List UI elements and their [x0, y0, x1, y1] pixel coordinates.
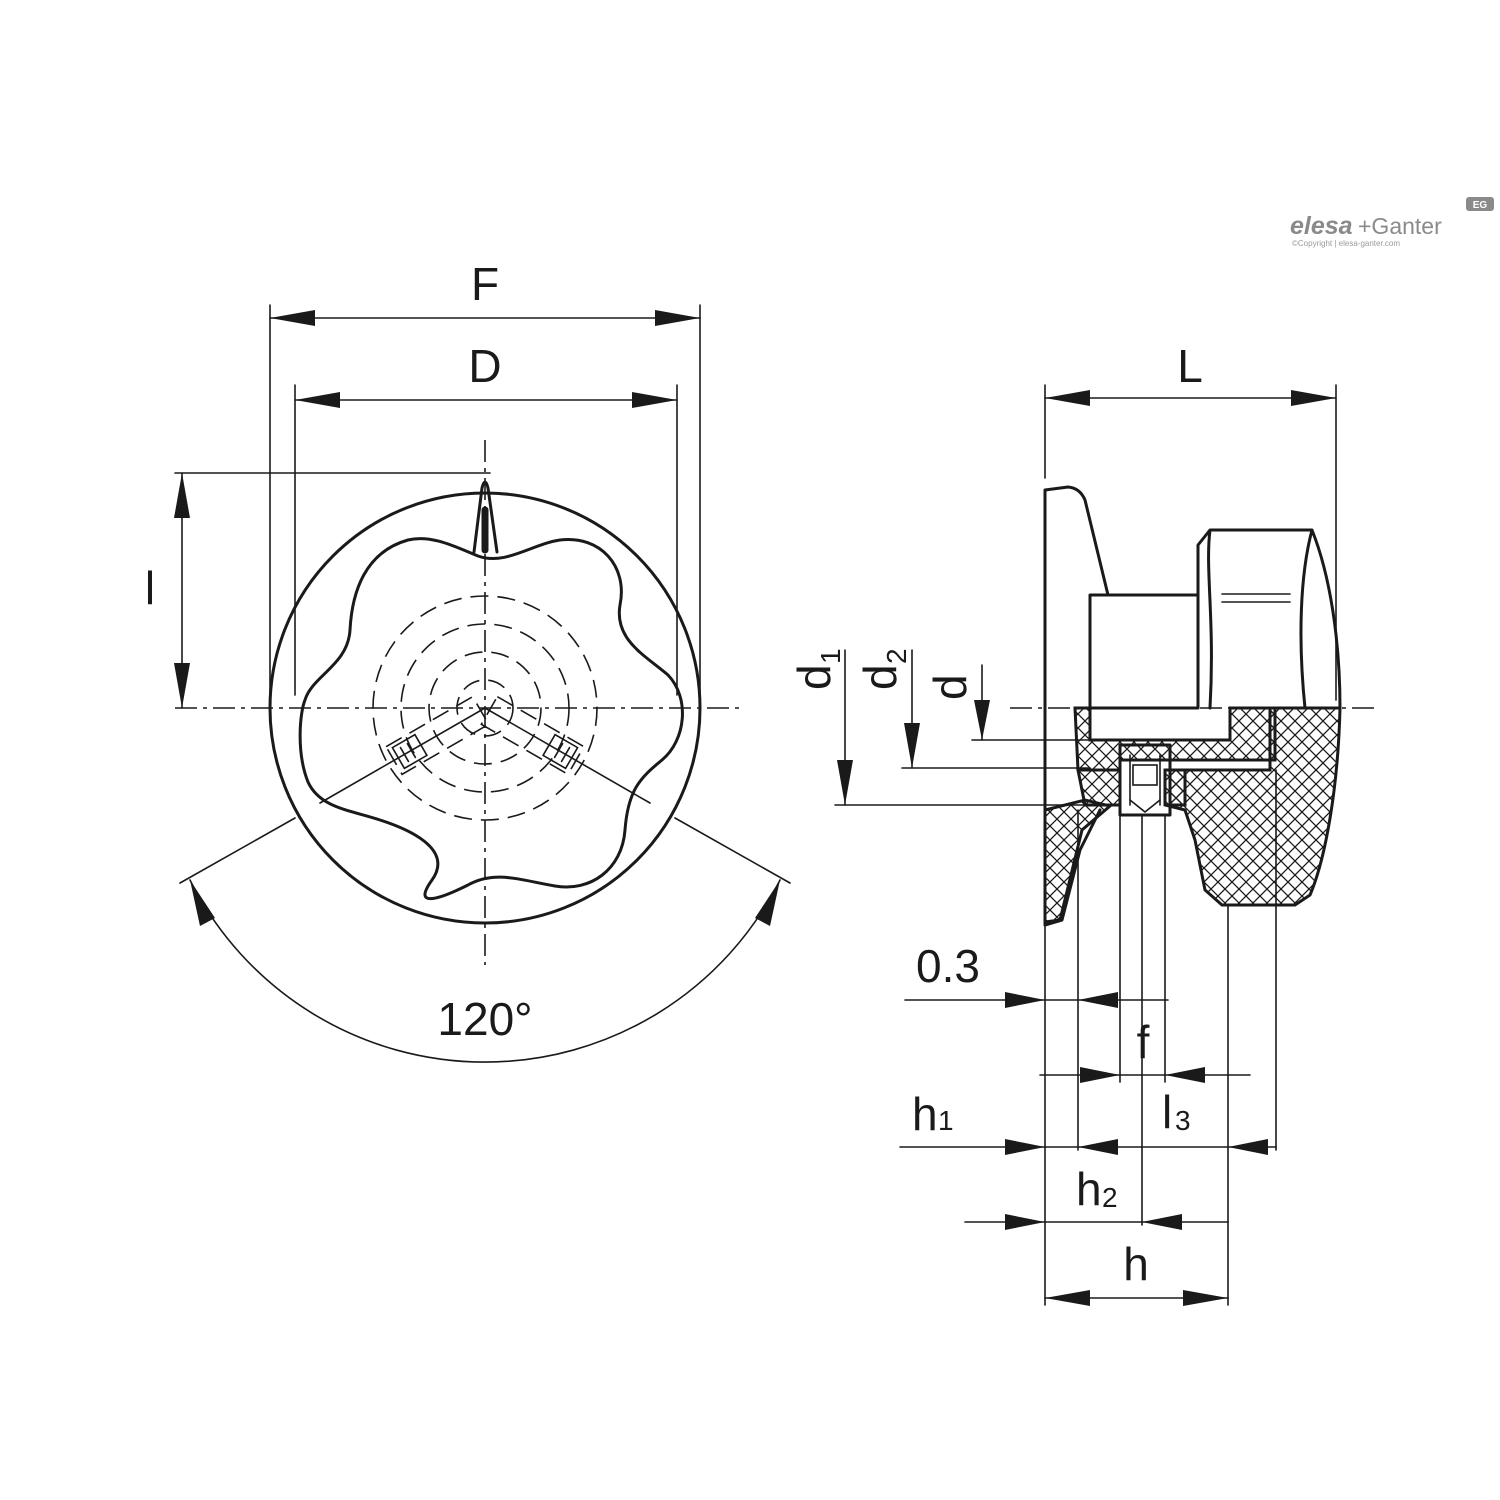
dim-F-label: F: [471, 258, 499, 310]
dim-l3-label: l: [1162, 1086, 1172, 1138]
set-screw-tip: [1129, 799, 1161, 814]
dim-d-arrow: [974, 700, 990, 740]
five-lobe-knob-outline: [298, 537, 684, 901]
dim-h-arrow-right: [1183, 1290, 1228, 1306]
angle-extension-left: [179, 817, 296, 884]
dim-h2-arrow-right: [1142, 1214, 1182, 1230]
dim-d1-label-group: d 1: [788, 648, 846, 690]
set-screw-hex: [1132, 764, 1158, 786]
dim-l-arrow-bottom: [174, 663, 190, 708]
dim-L-arrow-left: [1045, 390, 1090, 406]
angle-label: 120°: [437, 993, 532, 1045]
dim-d-label: d: [924, 674, 976, 700]
dim-f-arrow-left: [1080, 1067, 1120, 1083]
outer-disc: [268, 491, 702, 925]
dim-d2-arrow: [904, 723, 920, 768]
dim-d2-label: d: [854, 664, 906, 690]
logo-badge-icon: [1466, 197, 1494, 211]
dim-h1-sub: 1: [938, 1105, 954, 1136]
dim-gap-label: 0.3: [916, 940, 980, 992]
dim-d2-label-group: d 2: [854, 648, 912, 690]
angle-extension-right: [674, 817, 791, 884]
setscrew-axis-left: [319, 707, 486, 804]
hidden-insert-arcs: [372, 595, 598, 821]
dim-L-arrow-right: [1291, 390, 1336, 406]
dim-gap-arrow-right: [1078, 992, 1118, 1008]
dim-D-arrow-right: [632, 392, 677, 408]
dim-h-label: h: [1123, 1238, 1149, 1290]
dim-h1-arrow-left: [1005, 1139, 1045, 1155]
dim-l-label: l: [145, 562, 155, 614]
side-view: L d 1 d 2 d: [788, 340, 1375, 1306]
dim-l3-sub: 3: [1175, 1105, 1191, 1136]
dim-f-arrow-right: [1165, 1067, 1205, 1083]
dim-h2-arrow-left: [1005, 1214, 1045, 1230]
dim-h1-label: h: [912, 1088, 938, 1140]
dim-d-label-group: d: [924, 674, 976, 700]
dim-d1-label: d: [788, 664, 840, 690]
dim-L-label: L: [1177, 340, 1203, 392]
dim-h1-arrow-right: [1078, 1139, 1118, 1155]
grip-body-upper: [1196, 528, 1342, 710]
dim-f-label: f: [1137, 1016, 1150, 1068]
set-screw: [1118, 743, 1172, 817]
angle-arc: [189, 879, 781, 1063]
dim-d2-sub: 2: [881, 648, 912, 664]
dim-h-arrow-left: [1045, 1290, 1090, 1306]
insert-lower-section-right: [1168, 768, 1187, 807]
dim-d1-sub: 1: [815, 648, 846, 664]
dim-gap-arrow-left: [1005, 992, 1045, 1008]
dim-h2-label: h: [1076, 1163, 1102, 1215]
dim-D-arrow-left: [295, 392, 340, 408]
dim-l3-arrow: [1228, 1139, 1268, 1155]
dim-D-label: D: [468, 340, 501, 392]
front-view: F D l 120°: [145, 258, 791, 1063]
dim-l3-label-group: l 3: [1162, 1086, 1191, 1138]
logo-brand-main: elesa: [1290, 212, 1353, 240]
pointer-tip: [472, 480, 499, 554]
setscrew-axis-right: [484, 707, 651, 804]
logo-badge: EG: [1473, 200, 1488, 211]
dim-F-arrow-right: [655, 310, 700, 326]
insert-section: [1073, 706, 1277, 772]
logo-brand-plus: +Ganter: [1358, 213, 1442, 239]
dim-h1-label-group: h 1: [912, 1088, 954, 1140]
grip-section-hatched: [1163, 706, 1342, 907]
logo-copyright: ©Copyright | elesa-ganter.com: [1292, 239, 1400, 248]
dim-F-arrow-left: [270, 310, 315, 326]
insert-lower-section: [1076, 768, 1122, 807]
dim-d1-arrow: [837, 760, 853, 805]
brand-logo: elesa +Ganter EG ©Copyright | elesa-gant…: [1290, 197, 1494, 248]
hub-upper: [1088, 593, 1200, 710]
dim-h2-sub: 2: [1102, 1182, 1118, 1213]
angle-arrow-right: [755, 880, 780, 926]
dim-l-arrow-top: [174, 473, 190, 518]
dim-h2-label-group: h 2: [1076, 1163, 1118, 1215]
angle-arrow-left: [190, 880, 215, 926]
